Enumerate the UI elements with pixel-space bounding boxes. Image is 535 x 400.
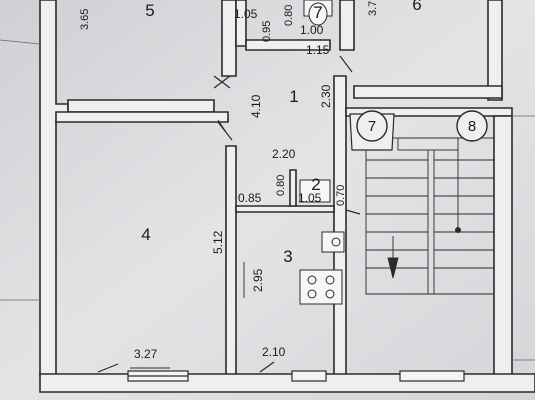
door-room5 [213, 75, 231, 89]
wall-room6-left [339, 0, 355, 51]
adjacent-outline [0, 39, 535, 361]
wall-room4-top [55, 111, 229, 123]
room-labels: 5 6 7 1 4 2 3 [141, 0, 421, 266]
wall-bath-bottom [245, 39, 331, 51]
door-entry [345, 209, 361, 215]
wall-room4-right [225, 145, 237, 377]
room-number-5: 5 [145, 1, 154, 20]
room-number-1: 1 [289, 87, 298, 106]
wall-room6-right [487, 0, 503, 101]
toilet-bowl-icon [308, 2, 328, 26]
dim-label-2.95: 2.95 [251, 268, 265, 292]
dimension-arrows [130, 119, 245, 369]
dim-label-3.27: 3.27 [134, 347, 158, 361]
door-room6 [339, 55, 353, 73]
axis-circle-7 [356, 110, 388, 142]
dim-label-2.30: 2.30 [319, 84, 333, 108]
door-room4-bottom [97, 363, 119, 373]
door-room3 [259, 361, 275, 373]
room-number-6: 6 [412, 0, 421, 14]
staircase [365, 137, 495, 295]
dim-label-0.80-corridor: 0.80 [275, 175, 287, 196]
partition-room2-left [289, 169, 297, 207]
bathroom-fixtures [303, 0, 333, 26]
dim-label-1.00: 1.00 [300, 23, 324, 37]
stair-treads [366, 159, 494, 269]
sink-basin-icon [331, 237, 341, 247]
dim-label-1.05-corridor: 1.05 [298, 191, 322, 205]
dim-label-1.15: 1.15 [306, 43, 330, 57]
stair-landing [397, 137, 459, 151]
wall-room5-right [221, 0, 237, 77]
wall-room6-bottom [353, 85, 503, 99]
dim-label-3.7: 3.7 [367, 1, 379, 16]
window-stair [399, 370, 465, 382]
dim-arrow-4.10 [217, 119, 227, 133]
kitchen-fixtures [299, 179, 345, 305]
wall-stair-right [493, 115, 513, 377]
wall-room1-right [333, 75, 347, 377]
room-number-7: 7 [313, 3, 322, 22]
room-number-2: 2 [311, 175, 320, 194]
dim-label-0.85: 0.85 [238, 191, 262, 205]
dim-label-5.12: 5.12 [211, 230, 225, 254]
axis-label-8: 8 [468, 118, 476, 135]
dim-label-0.70: 0.70 [335, 185, 347, 206]
dim-label-1.05: 1.05 [234, 7, 258, 21]
openings [97, 55, 465, 382]
room2-fixture [299, 179, 331, 203]
stove-icon [299, 269, 343, 305]
dim-label-4.10: 4.10 [249, 94, 263, 118]
stair-direction-dot [455, 227, 461, 233]
room-number-4: 4 [141, 225, 150, 244]
wall-room5-bottom [67, 99, 215, 113]
axis-markers: 7 8 [349, 110, 488, 151]
dim-label-3.65: 3.65 [79, 9, 91, 30]
axis-circle-8 [456, 110, 488, 142]
window-room3 [291, 370, 327, 382]
dim-label-2.10: 2.10 [262, 345, 286, 359]
axis-label-7: 7 [368, 118, 376, 135]
dim-label-0.95: 0.95 [261, 21, 273, 42]
dimension-labels: 3.65 1.05 0.80 0.95 1.00 1.15 3.7 4.10 2… [79, 1, 379, 361]
room-number-3: 3 [283, 247, 292, 266]
dim-label-0.80-bath: 0.80 [283, 5, 295, 26]
dim-label-2.20: 2.20 [272, 147, 296, 161]
partition-room2-bottom [235, 205, 335, 213]
stair-down-arrow [387, 236, 399, 279]
